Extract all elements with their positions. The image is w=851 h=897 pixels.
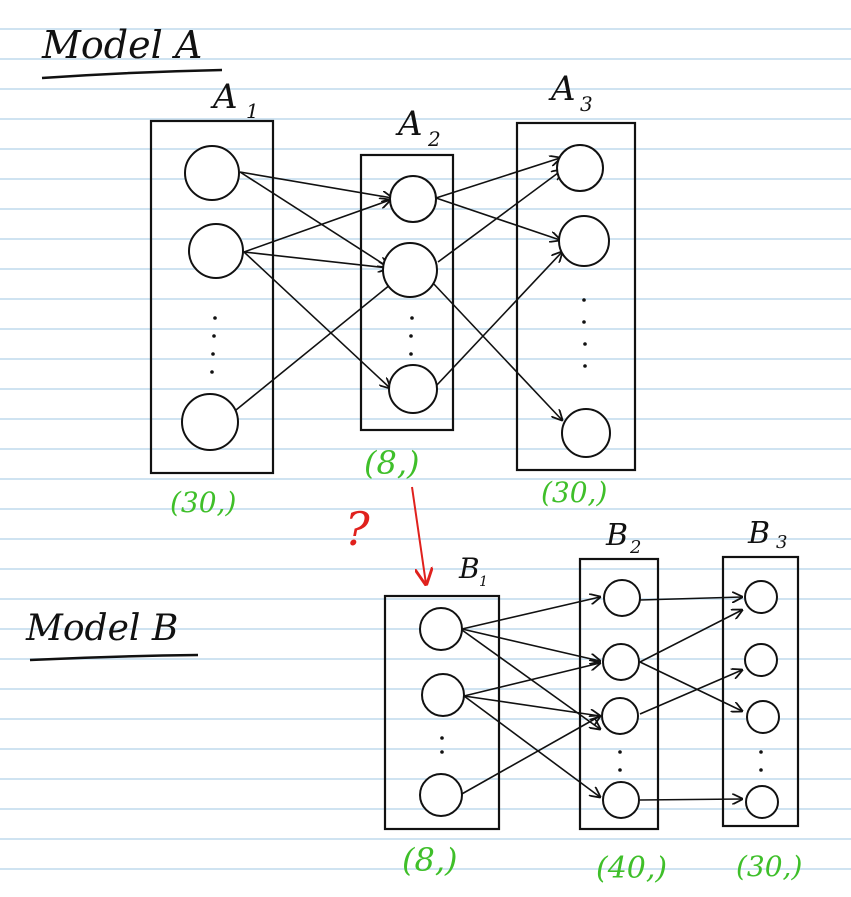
layer-box-b2 (578, 557, 660, 831)
node-a2-2 (382, 242, 438, 298)
model-b-connections (459, 597, 742, 800)
layer-box-b3 (721, 555, 800, 828)
svg-text:1: 1 (479, 574, 488, 590)
node-a3-2 (558, 215, 610, 267)
model-b-underline (29, 653, 199, 662)
layer-label-b3: B 3 (747, 516, 787, 553)
svg-text:B: B (747, 516, 770, 551)
ellipsis-b1 (440, 736, 444, 754)
question-mark: ? (345, 502, 370, 556)
svg-text:B: B (605, 518, 628, 553)
node-a3-1 (556, 144, 604, 192)
model-a-underline (41, 68, 223, 80)
layer-label-b1: B 1 (458, 552, 488, 590)
node-b1-1 (419, 607, 463, 651)
layer-label-a1: A 1 (210, 77, 259, 123)
node-a1-3 (181, 393, 239, 451)
node-b2-1 (603, 579, 641, 617)
shape-label-a1: (30,) (170, 486, 236, 519)
node-b3-4 (745, 785, 779, 819)
node-b2-3 (601, 697, 639, 735)
node-b1-3 (419, 773, 463, 817)
node-b3-3 (746, 700, 780, 734)
shape-label-b1: (8,) (402, 841, 458, 879)
node-b1-2 (421, 673, 465, 717)
svg-text:A: A (548, 69, 576, 109)
model-a-title: Model A (41, 23, 202, 67)
svg-text:A: A (210, 77, 238, 117)
svg-text:2: 2 (629, 537, 641, 558)
model-a-connections (235, 158, 562, 420)
layer-label-a2: A 2 (395, 104, 441, 151)
svg-text:1: 1 (246, 99, 259, 123)
ellipsis-a3 (582, 298, 587, 368)
node-b3-2 (744, 643, 778, 677)
svg-text:3: 3 (580, 92, 593, 116)
node-a2-3 (388, 364, 438, 414)
node-a2-1 (389, 175, 437, 223)
node-a1-1 (184, 145, 240, 201)
ellipsis-b2 (618, 750, 622, 772)
node-a3-3 (561, 408, 611, 458)
ellipsis-a1 (210, 316, 217, 374)
node-b2-4 (602, 781, 640, 819)
node-a1-2 (188, 223, 244, 279)
shape-label-b3: (30,) (736, 850, 802, 883)
layer-box-a2 (359, 153, 455, 432)
layer-box-a3 (515, 121, 637, 472)
layer-box-b1 (383, 594, 501, 831)
layer-label-b2: B 2 (605, 518, 641, 558)
shape-label-a3: (30,) (541, 476, 607, 509)
svg-text:3: 3 (776, 532, 787, 553)
model-b-title: Model B (25, 608, 178, 649)
shape-label-a2: (8,) (364, 444, 420, 482)
node-b3-1 (744, 580, 778, 614)
svg-text:2: 2 (427, 127, 441, 151)
layer-box-a1 (149, 119, 275, 475)
node-b2-2 (602, 643, 640, 681)
shape-label-b2: (40,) (596, 851, 667, 886)
ellipsis-a2 (409, 316, 414, 356)
layer-label-a3: A 3 (548, 69, 593, 116)
ellipsis-b3 (759, 750, 763, 772)
svg-text:A: A (395, 104, 423, 144)
svg-text:B: B (458, 552, 480, 585)
question-arrow (411, 486, 426, 584)
